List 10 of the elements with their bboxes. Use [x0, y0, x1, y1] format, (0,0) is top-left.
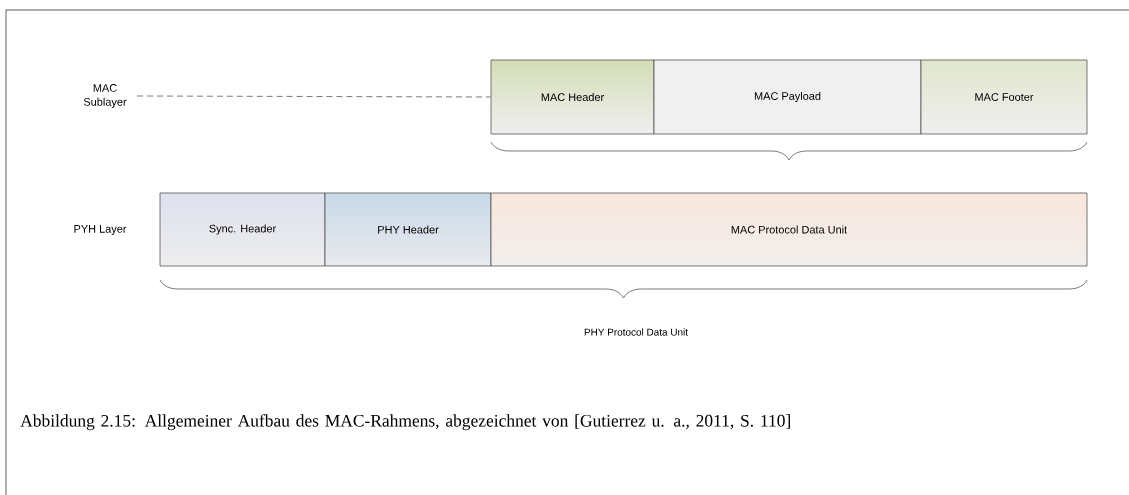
layer-label: MAC Sublayer: [83, 84, 127, 108]
field-box: MAC Footer: [920, 59, 1088, 135]
field-box: MAC Payload: [653, 59, 922, 135]
field-box: MAC Header: [490, 59, 655, 135]
caption: Abbildung 2.15: Allgemeiner Aufbau des MAC-Rahmens, abgezeichnet von [Gutierrez u. a., 2011, S. 110]: [20, 414, 790, 431]
layer-label: PYH Layer: [74, 225, 127, 235]
dashed-line: [136, 95, 491, 98]
field-box: PHY Header: [324, 192, 492, 267]
field-box: Sync. Header: [159, 192, 326, 267]
brace-label: PHY Protocol Data Unit: [584, 328, 688, 336]
